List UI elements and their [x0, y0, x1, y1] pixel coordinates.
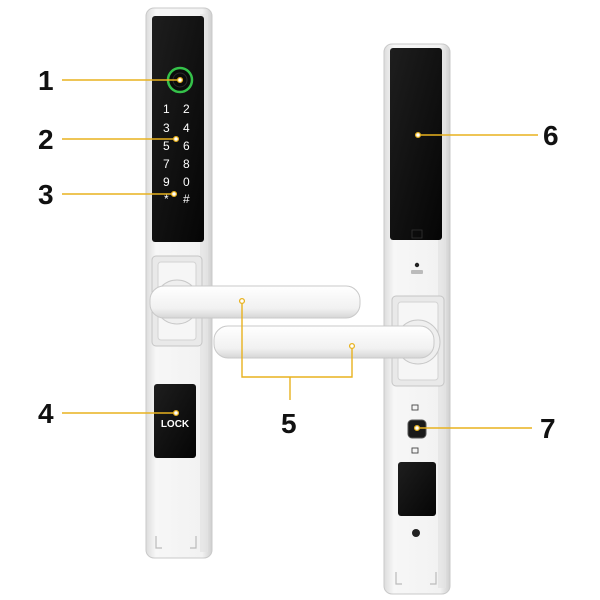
key-cylinder-icon	[412, 529, 420, 537]
keypad-key[interactable]: 0	[183, 175, 190, 189]
rear-panel	[390, 48, 442, 240]
front-lever-handle[interactable]	[149, 285, 361, 319]
rear-lower-panel	[398, 462, 436, 516]
keypad-key[interactable]: 9	[163, 175, 170, 189]
callout-5: 5	[281, 408, 297, 439]
callout-4: 4	[38, 398, 54, 429]
keypad-key[interactable]: *	[164, 192, 169, 206]
keypad-key[interactable]: 6	[183, 139, 190, 153]
rear-lock-unit	[383, 43, 451, 595]
callout-6: 6	[543, 120, 559, 151]
keypad-key[interactable]: #	[183, 192, 190, 206]
callout-3: 3	[38, 179, 54, 210]
keypad-key[interactable]: 1	[163, 102, 170, 116]
front-keypad-panel	[152, 16, 204, 242]
callout-7: 7	[540, 413, 556, 444]
indicator-dot-icon	[414, 262, 420, 268]
keypad-key[interactable]: 5	[163, 139, 170, 153]
keypad-key[interactable]: 3	[163, 121, 170, 135]
lever-handles	[149, 279, 441, 365]
keypad-key[interactable]: 7	[163, 157, 170, 171]
keypad-key[interactable]: 2	[183, 102, 190, 116]
lock-button[interactable]	[154, 384, 196, 458]
keypad-key[interactable]: 4	[183, 121, 190, 135]
callout-leaders	[62, 76, 538, 432]
rear-lever-handle[interactable]	[213, 325, 435, 359]
keypad-key[interactable]: 8	[183, 157, 190, 171]
callout-1: 1	[38, 65, 54, 96]
lock-button-label: LOCK	[161, 419, 190, 430]
callout-2: 2	[38, 124, 54, 155]
